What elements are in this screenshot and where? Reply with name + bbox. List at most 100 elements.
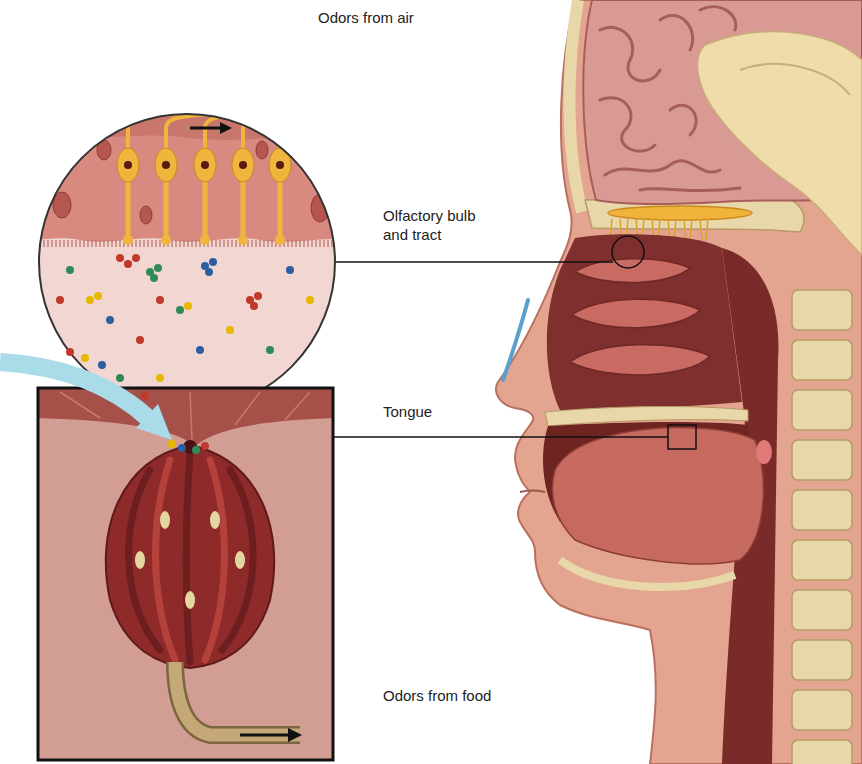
brain <box>660 15 693 50</box>
olfactory-epithelium-inset <box>43 240 44 247</box>
pharynx-spine <box>792 440 852 480</box>
mouth <box>543 406 772 587</box>
taste-bud-inset <box>235 551 245 569</box>
olfactory-bulb <box>700 219 702 240</box>
taste-bud-inset <box>201 442 209 450</box>
olfactory-epithelium-inset <box>220 122 232 134</box>
olfactory-epithelium-inset <box>239 161 247 169</box>
olfactory-epithelium-inset <box>31 240 32 247</box>
olfactory-epithelium-inset <box>190 127 222 130</box>
olfactory-epithelium-inset <box>79 240 80 247</box>
olfactory-epithelium-inset <box>32 240 344 247</box>
olfactory-epithelium-inset <box>219 240 220 247</box>
olfactory-epithelium-inset <box>47 240 48 247</box>
taste-bud-inset <box>38 388 333 760</box>
olfactory-epithelium-inset <box>194 112 350 245</box>
taste-bud-inset <box>240 734 290 737</box>
pharynx-spine <box>792 640 852 680</box>
olfactory-epithelium-inset <box>164 180 169 240</box>
pharynx-spine <box>792 290 852 764</box>
nasal-cavity <box>572 299 700 327</box>
olfactory-epithelium-inset <box>126 180 131 240</box>
olfactory-epithelium-inset <box>166 112 350 150</box>
olfactory-epithelium-inset <box>223 240 224 247</box>
olfactory-epithelium-inset <box>232 112 350 245</box>
taste-bud-inset <box>205 460 224 660</box>
olfactory-epithelium-inset <box>147 240 148 247</box>
olfactory-epithelium-inset <box>263 240 264 247</box>
olfactory-epithelium-inset <box>30 100 350 140</box>
olfactory-epithelium-inset <box>116 254 124 262</box>
olfactory-epithelium-inset <box>124 161 132 169</box>
olfactory-epithelium-inset <box>200 235 210 245</box>
brain <box>600 98 655 152</box>
taste-bud-inset <box>129 455 253 662</box>
olfactory-epithelium-inset <box>215 240 216 247</box>
olfactory-epithelium-inset <box>238 235 248 245</box>
zoom-marker <box>612 236 696 449</box>
zoom-marker <box>612 236 644 268</box>
olfactory-epithelium-inset <box>83 240 84 247</box>
olfactory-epithelium-inset <box>95 240 96 247</box>
olfactory-bulb <box>690 219 692 240</box>
olfactory-epithelium-inset <box>254 292 262 300</box>
nasal-cavity <box>570 345 710 375</box>
taste-bud-inset <box>160 511 170 529</box>
olfactory-epithelium-inset <box>87 240 88 247</box>
taste-bud-inset <box>185 591 195 609</box>
olfactory-bulb <box>608 206 752 220</box>
olfactory-epithelium-inset <box>231 240 232 247</box>
taste-bud-inset <box>235 392 260 425</box>
leader-line <box>333 436 668 438</box>
brain <box>697 32 862 255</box>
taste-bud-inset <box>186 455 190 662</box>
olfactory-epithelium-inset <box>56 254 314 354</box>
zoom-marker <box>668 425 696 449</box>
taste-bud-inset <box>210 511 220 529</box>
brain <box>700 7 736 30</box>
olfactory-epithelium-inset <box>111 240 112 247</box>
olfactory-epithelium-inset <box>235 240 236 247</box>
olfactory-epithelium-inset <box>30 100 350 242</box>
olfactory-epithelium-inset <box>232 148 254 182</box>
olfactory-epithelium-inset <box>187 240 188 247</box>
pharynx-spine <box>792 390 852 430</box>
olfactory-epithelium-inset <box>327 240 328 247</box>
olfactory-epithelium-inset <box>209 258 217 266</box>
olfactory-epithelium-inset <box>99 240 100 247</box>
olfactory-epithelium-inset <box>175 240 176 247</box>
olfactory-epithelium-inset <box>287 240 288 247</box>
leader-line <box>335 261 613 263</box>
olfactory-epithelium-inset <box>143 240 144 247</box>
olfactory-epithelium-inset <box>201 161 209 169</box>
olfactory-epithelium-inset <box>94 292 102 300</box>
taste-bud-inset <box>0 348 333 760</box>
olfactory-epithelium-inset <box>183 240 184 247</box>
taste-bud-inset <box>136 404 172 440</box>
olfactory-epithelium-inset <box>331 240 332 247</box>
mouth <box>560 560 735 587</box>
olfactory-epithelium-inset <box>255 240 256 247</box>
pharynx-spine <box>792 490 852 530</box>
olfactory-epithelium-inset <box>259 240 260 247</box>
olfactory-epithelium-inset <box>241 180 246 240</box>
taste-bud-inset <box>60 392 310 440</box>
olfactory-epithelium-inset <box>286 266 294 274</box>
olfactory-epithelium-inset <box>66 266 74 274</box>
olfactory-epithelium-inset <box>195 240 196 247</box>
brain <box>670 105 696 135</box>
olfactory-epithelium-inset <box>311 240 312 247</box>
nasal-cavity <box>547 234 742 410</box>
olfactory-epithelium-inset <box>117 112 350 245</box>
olfactory-epithelium-inset <box>71 240 72 247</box>
taste-bud-inset <box>222 470 253 650</box>
brain <box>605 161 720 175</box>
nasal-cavity <box>547 234 742 410</box>
olfactory-epithelium-inset <box>117 112 350 245</box>
olfactory-epithelium-inset <box>117 148 139 182</box>
olfactory-epithelium-inset <box>103 240 104 247</box>
pharynx-spine <box>792 740 852 764</box>
olfactory-epithelium-inset <box>323 240 324 247</box>
